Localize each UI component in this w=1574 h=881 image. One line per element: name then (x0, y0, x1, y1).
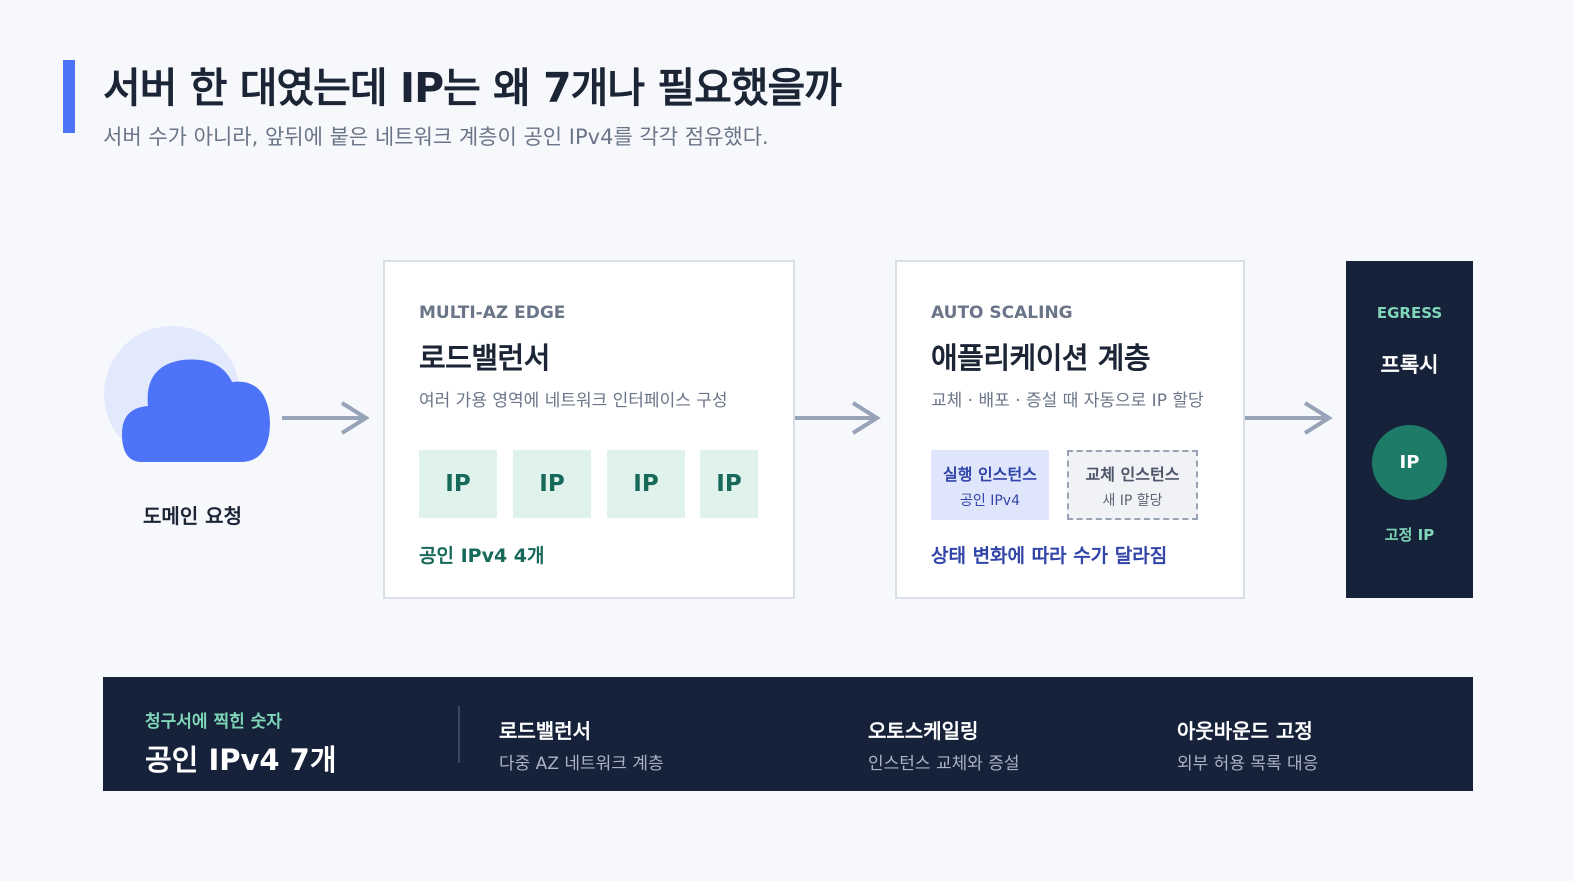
cloud-icon (104, 326, 270, 462)
auto-scaling-description: 교체 · 배포 · 증설 때 자동으로 IP 할당 (931, 391, 1204, 411)
running-instance-box: 실행 인스턴스 공인 IPv4 (931, 450, 1049, 520)
egress-eyebrow: EGRESS (1376, 304, 1443, 322)
arrow-right-icon (1245, 401, 1333, 435)
page-title: 서버 한 대였는데 IP는 왜 7개나 필요했을까 (103, 64, 842, 112)
running-instance-title: 실행 인스턴스 (943, 464, 1037, 484)
egress-ip-badge: IP (1372, 425, 1447, 500)
egress-title: 프록시 (1380, 353, 1439, 377)
auto-scaling-eyebrow: AUTO SCALING (931, 303, 1073, 323)
replacement-instance-box: 교체 인스턴스 새 IP 할당 (1067, 450, 1198, 520)
load-balancer-eyebrow: MULTI-AZ EDGE (419, 303, 566, 323)
arrow-right-icon (795, 401, 881, 435)
load-balancer-ip-count: 공인 IPv4 4개 (419, 545, 545, 567)
summary-item-title: 로드밸런서 (499, 719, 591, 743)
load-balancer-description: 여러 가용 영역에 네트워크 인터페이스 구성 (419, 391, 728, 411)
summary-item-desc: 다중 AZ 네트워크 계층 (499, 754, 664, 774)
summary-item-desc: 인스턴스 교체와 증설 (868, 754, 1020, 774)
auto-scaling-card (895, 260, 1245, 599)
replacement-instance-sub: 새 IP 할당 (1102, 492, 1163, 509)
source-label: 도메인 요청 (143, 504, 242, 528)
egress-note: 고정 IP (1384, 526, 1435, 544)
summary-divider (458, 706, 460, 763)
replacement-instance-title: 교체 인스턴스 (1085, 464, 1180, 484)
title-accent-bar (63, 60, 75, 133)
auto-scaling-note: 상태 변화에 따라 수가 달라짐 (931, 545, 1168, 567)
arrow-right-icon (282, 401, 370, 435)
page-subtitle: 서버 수가 아니라, 앞뒤에 붙은 네트워크 계층이 공인 IPv4를 각각 점… (103, 125, 769, 149)
summary-item-desc: 외부 허용 목록 대응 (1177, 754, 1319, 774)
ip-chip: IP (700, 450, 758, 518)
load-balancer-card (383, 260, 795, 599)
running-instance-sub: 공인 IPv4 (960, 492, 1020, 509)
load-balancer-title: 로드밸런서 (419, 341, 550, 375)
summary-item-title: 오토스케일링 (868, 719, 979, 743)
ip-chip: IP (513, 450, 591, 518)
ip-chip: IP (419, 450, 497, 518)
ip-chip: IP (607, 450, 685, 518)
summary-bar (103, 677, 1473, 791)
auto-scaling-title: 애플리케이션 계층 (931, 341, 1151, 375)
summary-item-title: 아웃바운드 고정 (1177, 719, 1313, 743)
summary-eyebrow: 청구서에 찍힌 숫자 (145, 712, 282, 732)
summary-total: 공인 IPv4 7개 (145, 743, 337, 777)
